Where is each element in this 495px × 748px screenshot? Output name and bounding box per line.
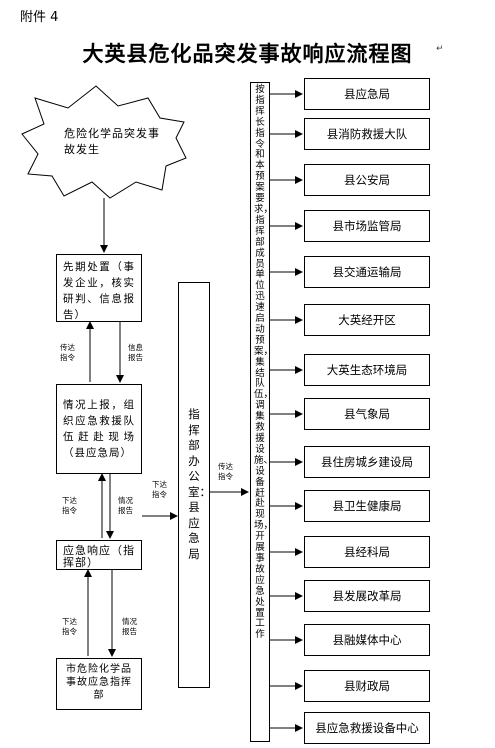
instruction-column-text: 按指挥长指令和本预案要求，指挥部成员单位迅速启动预案，集结队伍，调集救援设施、设… [254, 84, 274, 641]
dept-box-12: 县融媒体中心 [304, 624, 430, 656]
dept-box-10: 县经科局 [304, 536, 430, 568]
step-emergency-response: 应急响应（指挥部） [56, 540, 142, 570]
step-city-command: 市危险化学品事故应急指挥部 [56, 658, 142, 710]
dept-box-8: 县住房城乡建设局 [304, 446, 430, 478]
dept-box-11: 县发展改革局 [304, 580, 430, 612]
attachment-label: 附件 4 [20, 10, 59, 25]
dept-box-7: 县气象局 [304, 398, 430, 430]
dept-box-2: 县公安局 [304, 164, 430, 196]
start-event-text: 危险化学品突发事故发生 [64, 127, 160, 156]
label-info-report-2: 情况 报告 [118, 496, 133, 515]
dept-box-5: 大英经开区 [304, 304, 430, 336]
label-info-report-1: 信息 报告 [128, 343, 143, 362]
dept-box-1: 县消防救援大队 [304, 118, 430, 150]
dept-box-14: 县应急救援设备中心 [304, 712, 430, 744]
label-issue-command-1: 下达 指令 [62, 496, 77, 515]
dept-box-3: 县市场监管局 [304, 210, 430, 242]
paragraph-mark: ↵ [436, 44, 444, 54]
dept-box-13: 县财政局 [304, 670, 430, 702]
dept-box-9: 县卫生健康局 [304, 490, 430, 522]
start-burst [21, 85, 187, 199]
label-relay-command-2: 传达 指令 [218, 462, 233, 481]
command-office-box: 指挥部办公室：县应急局 [178, 282, 211, 688]
step-initial-response: 先期处置（事发企业，核实研判、信息报告） [56, 254, 142, 322]
instruction-column-box: 按指挥长指令和本预案要求，指挥部成员单位迅速启动预案，集结队伍，调集救援设施、设… [250, 82, 274, 742]
label-info-report-3: 情况 报告 [122, 617, 137, 636]
label-issue-command-2: 下达 指令 [62, 617, 77, 636]
dept-box-0: 县应急局 [304, 78, 430, 110]
page-title: 大英县危化品突发事故响应流程图 [82, 41, 413, 66]
department-arrows [270, 90, 303, 732]
label-issue-command-mid: 下达 指令 [152, 480, 167, 499]
step-report-dispatch: 情况上报，组织应急救援队伍赶赴现场（县应急局） [56, 384, 142, 474]
label-relay-command-1: 传达 指令 [60, 343, 75, 362]
dept-box-4: 县交通运输局 [304, 256, 430, 288]
dept-box-6: 大英生态环境局 [304, 354, 430, 386]
command-office-text: 指挥部办公室：县应急局 [188, 407, 211, 561]
